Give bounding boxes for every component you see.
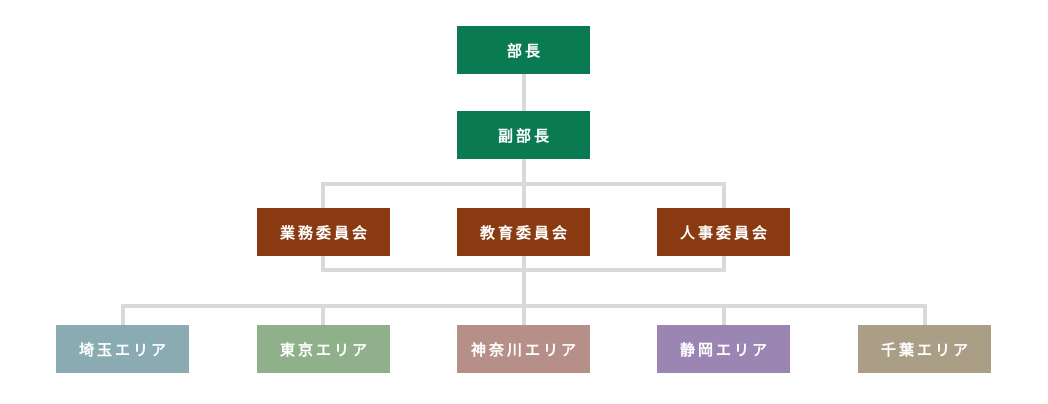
node-area-label: 埼玉エリア — [78, 340, 169, 359]
connector-area-drop-shizuoka — [722, 304, 726, 325]
connector-committee-top-bar — [321, 182, 726, 186]
node-deputy: 副部長 — [457, 111, 590, 159]
node-area-kanagawa: 神奈川エリア — [457, 325, 590, 373]
connector-head-deputy — [522, 74, 526, 111]
connector-committee-bottom-bar — [321, 268, 726, 272]
connector-area-drop-tokyo — [321, 304, 325, 325]
node-head: 部長 — [457, 26, 590, 74]
node-area-label: 東京エリア — [279, 340, 370, 359]
node-area-label: 静岡エリア — [679, 340, 770, 359]
node-committee-gyomu: 業務委員会 — [257, 208, 390, 256]
connector-area-drop-chiba — [923, 304, 927, 325]
node-area-label: 千葉エリア — [880, 340, 971, 359]
node-committee-kyoiku: 教育委員会 — [457, 208, 590, 256]
node-committee-label: 教育委員会 — [479, 223, 570, 242]
connector-area-drop-kanagawa — [522, 304, 526, 325]
node-area-label: 神奈川エリア — [470, 340, 579, 359]
node-committee-jinji: 人事委員会 — [657, 208, 790, 256]
connector-area-drop-saitama — [121, 304, 125, 325]
node-area-tokyo: 東京エリア — [257, 325, 390, 373]
node-head-label: 部長 — [506, 41, 543, 60]
node-committee-label: 業務委員会 — [279, 223, 370, 242]
node-area-chiba: 千葉エリア — [858, 325, 991, 373]
node-area-saitama: 埼玉エリア — [56, 325, 189, 373]
node-committee-label: 人事委員会 — [679, 223, 770, 242]
node-deputy-label: 副部長 — [497, 126, 552, 145]
node-area-shizuoka: 静岡エリア — [657, 325, 790, 373]
